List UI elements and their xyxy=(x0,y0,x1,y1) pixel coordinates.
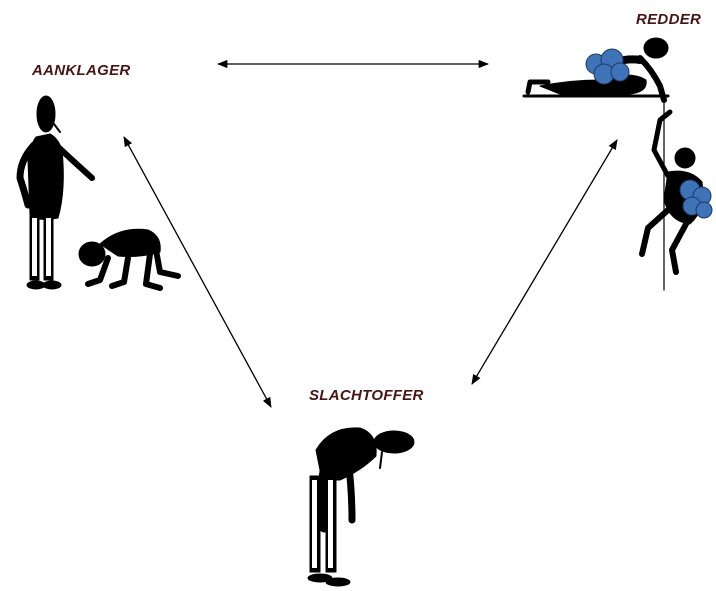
role-label-victim: SLACHTOFFER xyxy=(309,387,424,404)
climber-rescued-icon xyxy=(639,109,713,275)
climber-rescuer-icon xyxy=(522,37,670,291)
arrow-accuser-victim xyxy=(123,136,272,408)
role-label-accuser: AANKLAGER xyxy=(32,62,131,79)
role-label-rescuer: REDDER xyxy=(636,11,702,28)
arrow-rescuer-victim xyxy=(471,139,618,385)
slumped-victim-icon xyxy=(307,427,415,587)
crawling-figure-icon xyxy=(78,228,181,291)
accusing-figure-icon xyxy=(16,95,95,290)
